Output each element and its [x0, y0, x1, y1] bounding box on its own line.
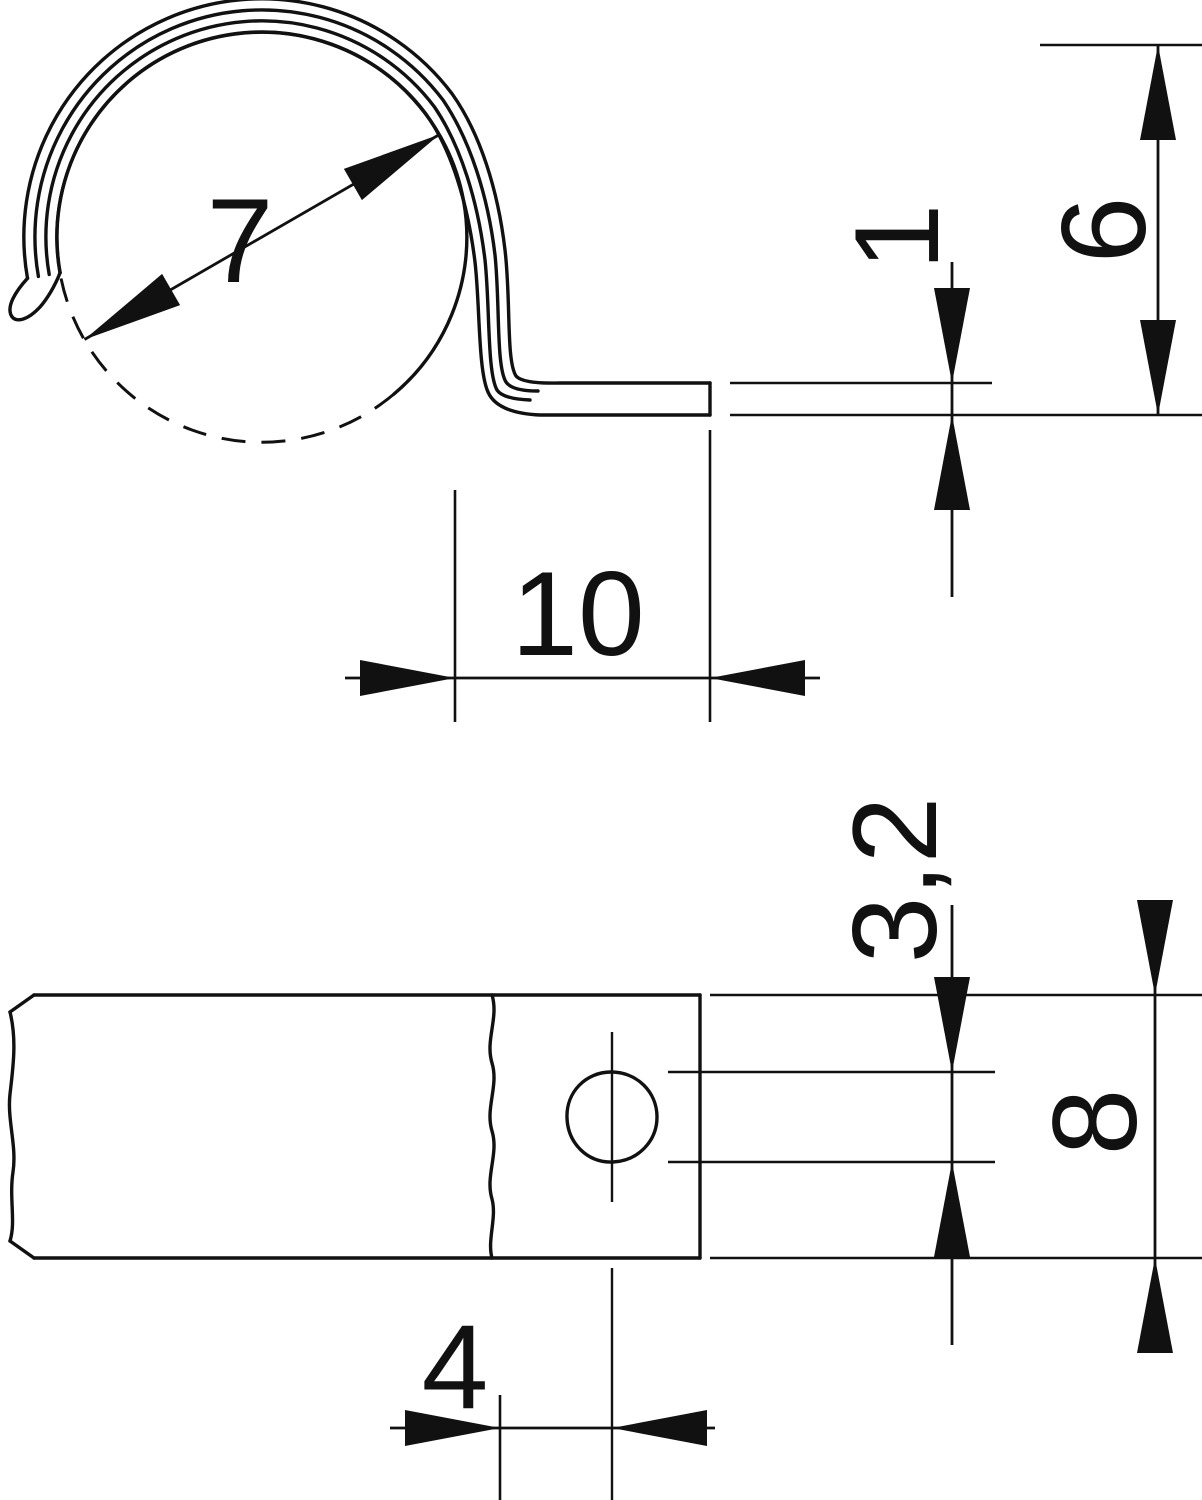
dim-label-offset: 4 [422, 1300, 489, 1434]
strap-left-break-edge [7, 1010, 16, 1243]
arrowhead-width-lower [1137, 1258, 1173, 1353]
strap-chamfer-bottom-left [8, 1239, 36, 1260]
clamp-band [8, 0, 712, 417]
dim-hole-offset: 4 [390, 1300, 715, 1500]
strap-chamfer-top-left [8, 993, 36, 1014]
dim-height: 6 [1037, 43, 1202, 415]
dim-pipe-diameter: 7 [83, 133, 441, 341]
arrowhead-foot-left [360, 660, 455, 696]
dim-label-height: 6 [1037, 197, 1171, 264]
arrowhead-offset-left [405, 1410, 500, 1446]
arrowhead-hole-lower [934, 1162, 970, 1257]
arrowhead-thickness-lower [934, 415, 970, 510]
plan-view: 3,2 8 4 [7, 797, 1202, 1500]
arrowhead-thickness-upper [934, 288, 970, 383]
arrowhead-hole-upper [934, 977, 970, 1072]
strap-outline [7, 993, 702, 1260]
arrowhead-height-top [1140, 45, 1176, 140]
arrowhead-width-upper [1137, 900, 1173, 995]
strap-break-divider [488, 993, 496, 1260]
arrowhead-offset-right [612, 1410, 707, 1446]
dim-label-thickness: 1 [830, 204, 964, 271]
arrowhead-height-bottom [1140, 320, 1176, 415]
pipe-outline-hidden [58, 272, 395, 444]
band-line-mid2 [33, 8, 540, 393]
arrowhead-diameter-lower [84, 273, 181, 340]
band-end-hook [8, 270, 62, 322]
dim-foot-length: 10 [345, 430, 820, 722]
band-line-inner [55, 30, 712, 417]
dim-label-hole: 3,2 [828, 797, 962, 964]
arrowhead-foot-right [710, 660, 805, 696]
band-line-outer [22, 0, 712, 385]
dim-hole-diameter: 3,2 [668, 797, 995, 1345]
dim-label-foot-length: 10 [511, 547, 644, 681]
dim-strap-width: 8 [710, 900, 1202, 1353]
band-line-mid1 [44, 19, 532, 402]
dim-label-diameter: 7 [207, 174, 274, 308]
mounting-hole [565, 1070, 659, 1164]
dim-label-width: 8 [1028, 1089, 1162, 1156]
arrowhead-diameter-upper [343, 134, 440, 201]
dim-thickness: 1 [730, 204, 1202, 597]
side-view: 7 1 6 10 [8, 0, 1202, 722]
